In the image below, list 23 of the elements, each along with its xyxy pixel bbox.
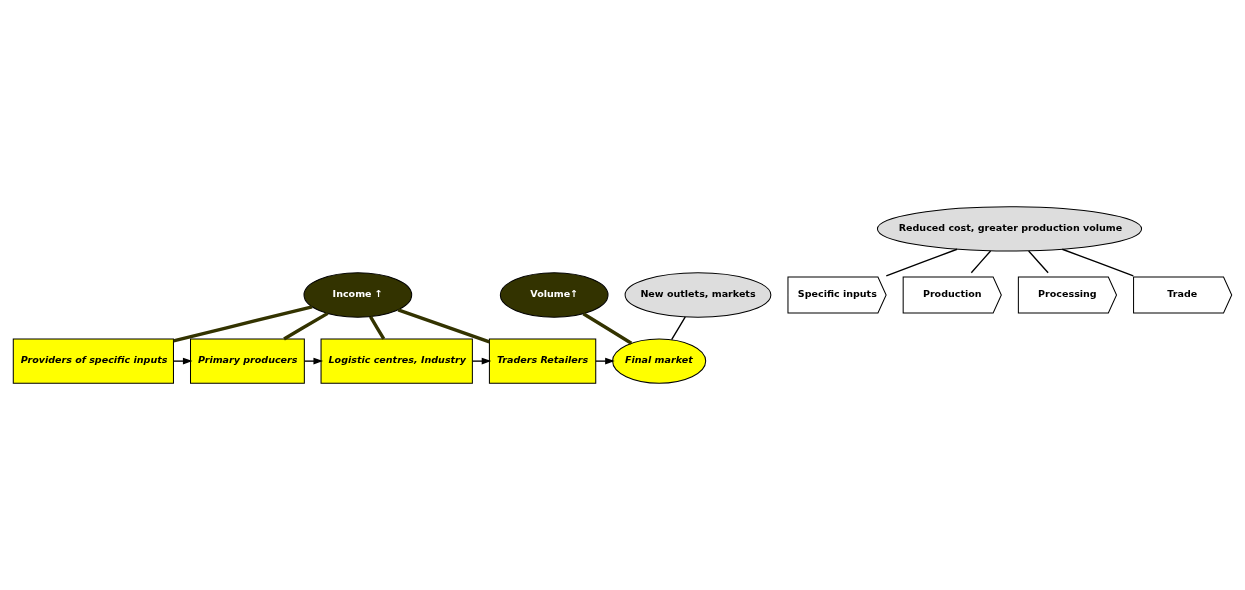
arrow	[471, 357, 492, 365]
node-box: Providers of specific inputs	[12, 338, 174, 384]
connector	[397, 308, 490, 344]
connector	[283, 311, 329, 341]
arrow	[595, 357, 615, 365]
connector	[970, 250, 992, 274]
node-ellipse: Final market	[612, 338, 707, 384]
node-ellipse: New outlets, markets	[624, 272, 772, 318]
node-box: Traders Retailers	[488, 338, 597, 384]
node-ellipse: Reduced cost, greater production volume	[876, 206, 1143, 252]
connector	[369, 315, 386, 340]
connector	[1061, 248, 1134, 277]
connector	[1027, 250, 1049, 274]
connector	[582, 312, 633, 345]
node-box: Primary producers	[190, 338, 305, 384]
node-box: Logistic centres, Industry	[320, 338, 473, 384]
arrow	[303, 357, 323, 365]
node-ellipse: Income ↑	[303, 272, 413, 318]
node-ellipse: Volume↑	[499, 272, 609, 318]
connector	[885, 248, 958, 277]
connector	[670, 316, 686, 341]
connector	[173, 305, 313, 343]
arrow	[173, 357, 193, 365]
